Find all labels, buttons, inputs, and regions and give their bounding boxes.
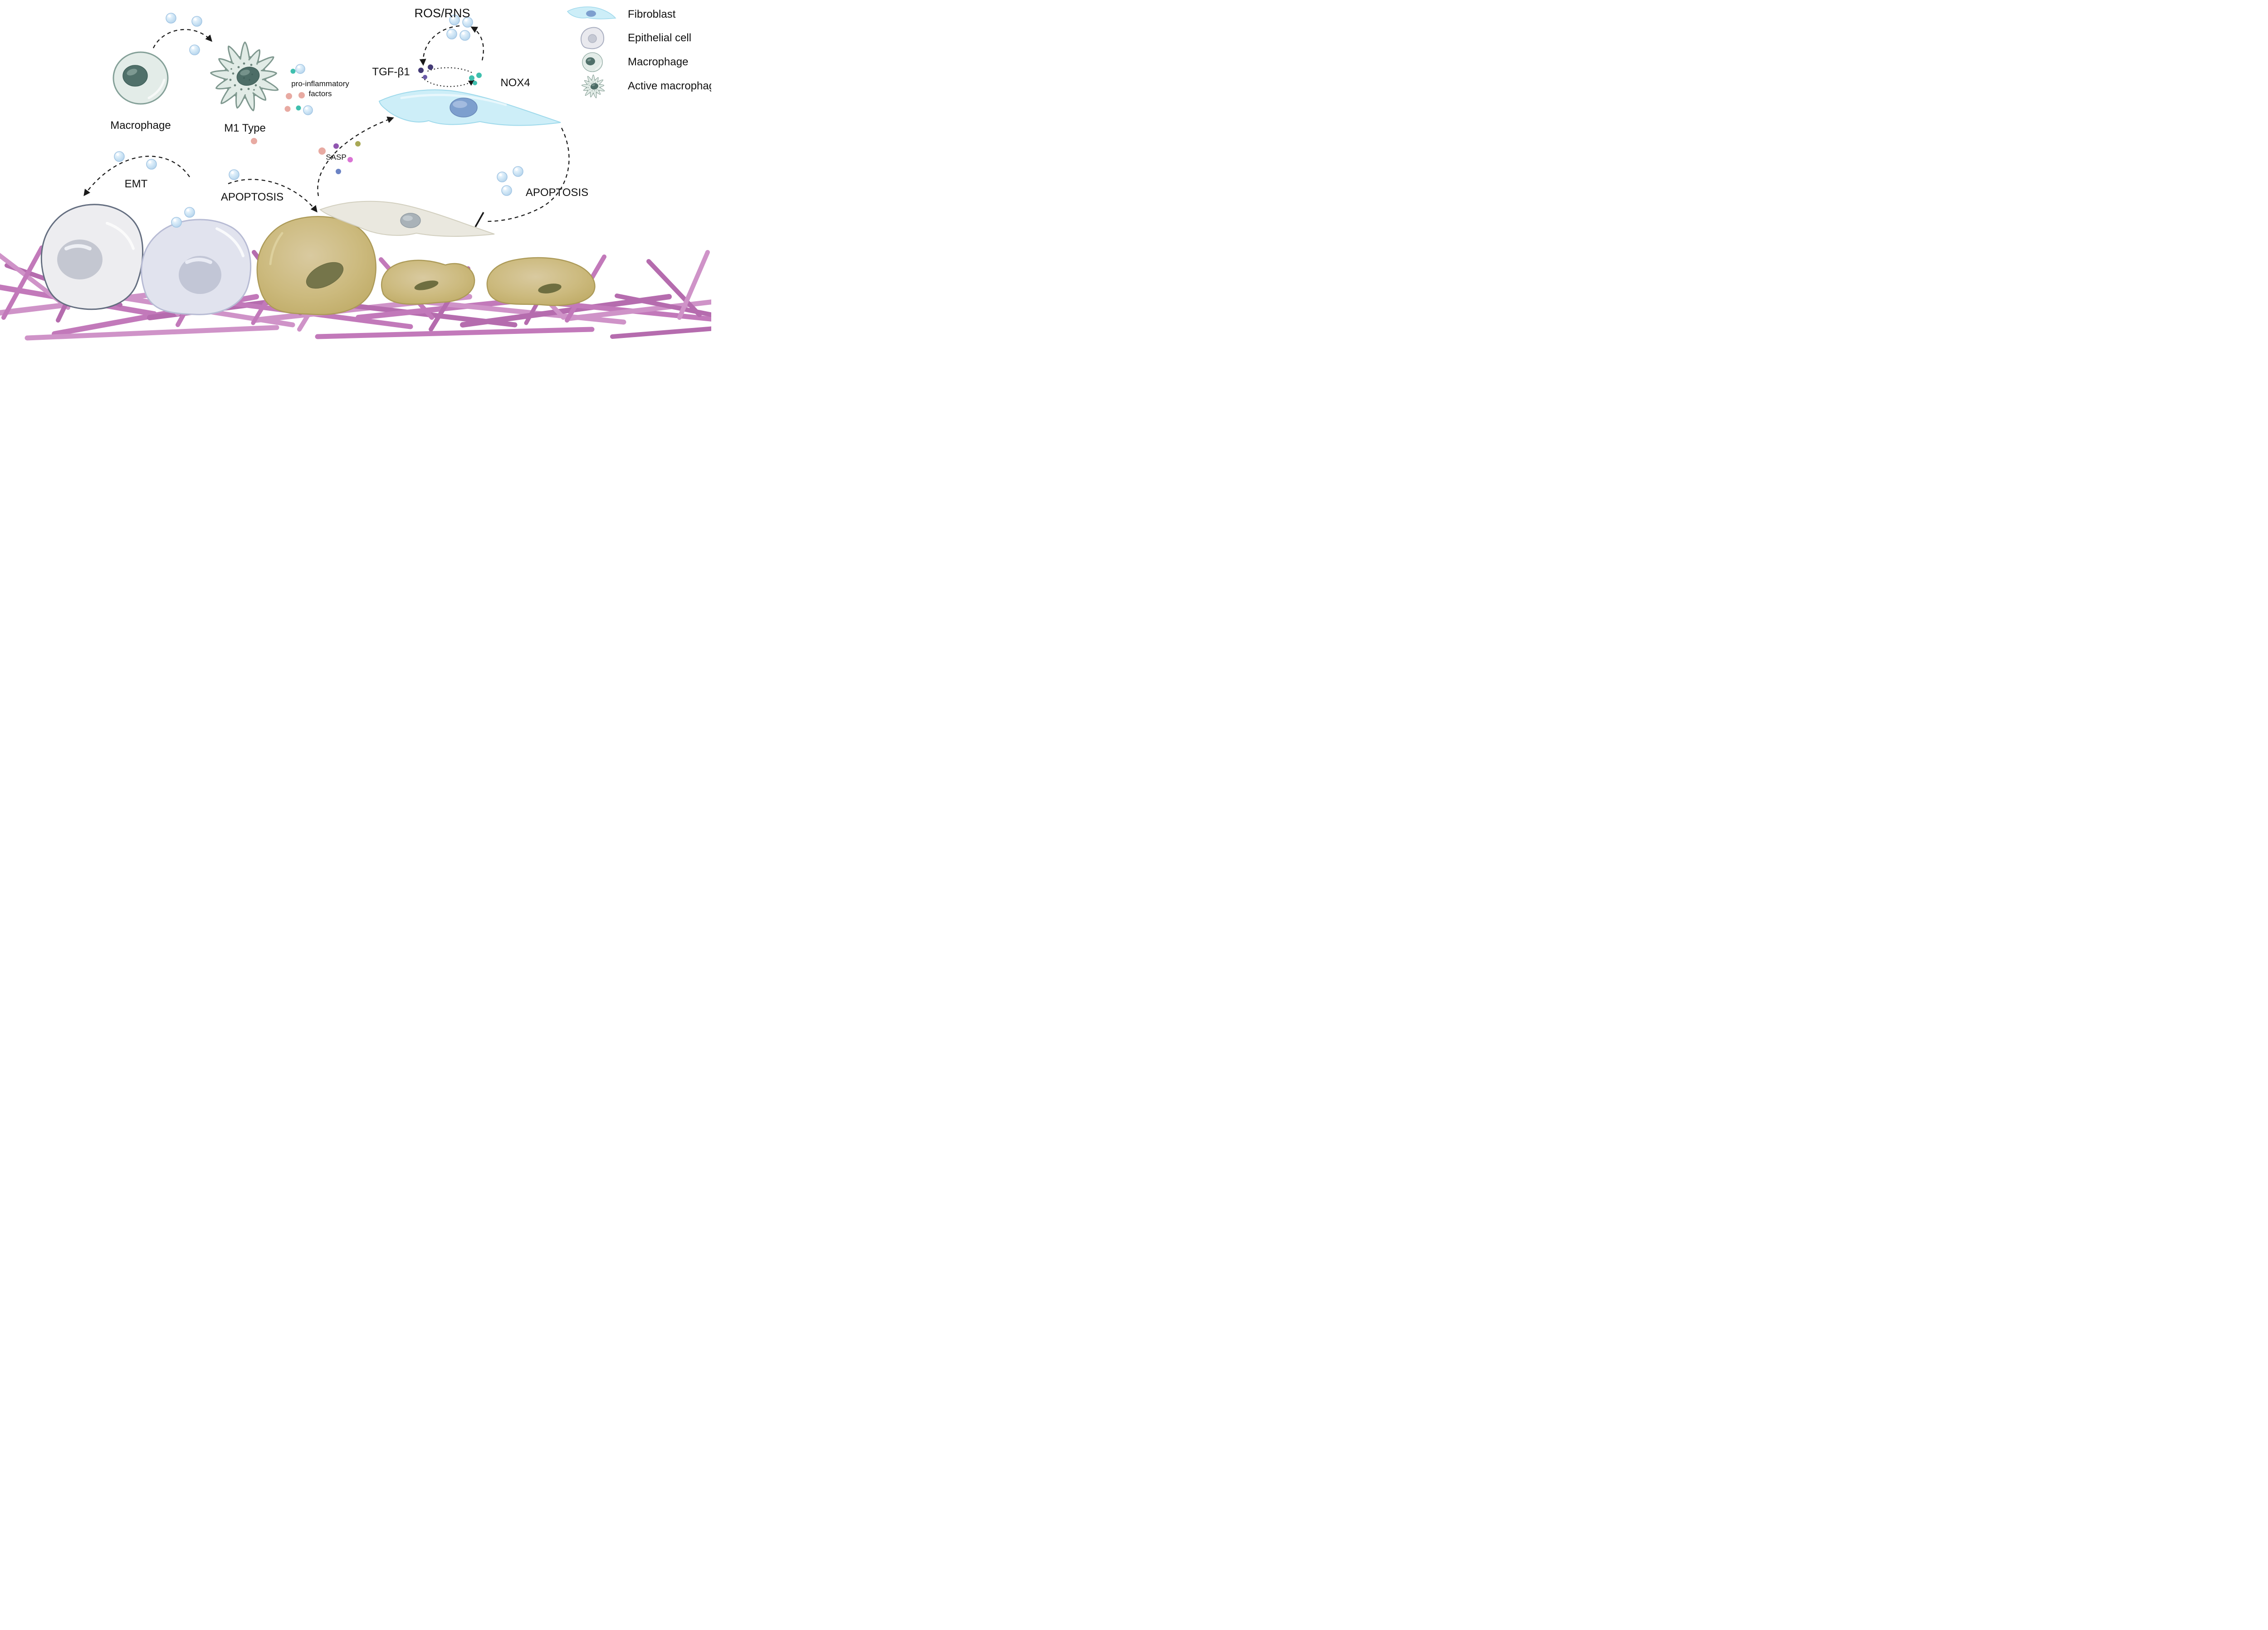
legend-label-fibroblast: Fibroblast: [628, 8, 676, 20]
arrow-nox4-to-ros: [470, 26, 484, 61]
teal-dot-icon: [296, 105, 301, 111]
teal-dot-icon: [473, 81, 477, 85]
m1-macrophage-icon: [209, 41, 280, 113]
epithelial-cell-2: [141, 219, 252, 315]
senescent-cell-3: [486, 257, 596, 306]
arrow-sasp-to-fibroblast: [317, 117, 394, 196]
sasp-olive-dot-icon: [355, 141, 361, 147]
label-emt: EMT: [125, 178, 148, 190]
fibroblast-nucleus: [450, 98, 478, 117]
label-m1-type: M1 Type: [224, 122, 266, 134]
sasp-blue-dot-icon: [336, 169, 341, 174]
arrow-fibroblast-apoptosis-inhibited: [486, 127, 570, 222]
senescent-cell-1-nucleus: [306, 262, 344, 289]
arrows: [83, 25, 570, 227]
legend-macrophage-icon: [582, 52, 603, 73]
sasp-purple-dot-icon: [333, 143, 339, 149]
purple-dot-icon: [428, 64, 433, 70]
senescent-cell-3-nucleus: [538, 284, 562, 294]
label-pro-inflammatory-1: pro-inflammatory: [291, 79, 349, 88]
legend-label-epithelial: Epithelial cell: [628, 32, 691, 44]
legend-label-active-macrophage: Active macrophage: [628, 80, 711, 92]
vesicle-icon: [171, 217, 182, 228]
senescent-cell-2: [381, 259, 475, 305]
label-sasp: SASP: [326, 153, 346, 162]
vesicle-icon: [146, 159, 157, 170]
arc-nox4-tgfb1-return: [426, 67, 472, 73]
vesicle-icon: [184, 207, 195, 218]
senescent-fibroblast-cell: [319, 201, 495, 237]
pink-dot-icon: [284, 106, 291, 112]
pro-inflammatory-dots: [251, 69, 305, 144]
arrow-ros-to-tgfb1: [419, 25, 460, 66]
nox4-dots: [469, 73, 482, 85]
senescent-cell-1: [256, 216, 376, 315]
teal-dot-icon: [476, 73, 482, 78]
teal-dot-icon: [469, 75, 474, 81]
fibroblast-cell: [378, 89, 561, 126]
vesicle-icon: [303, 105, 313, 115]
pink-dot-icon: [318, 147, 326, 155]
legend-active-macrophage-icon: [581, 74, 606, 99]
vesicle-icon: [229, 169, 240, 180]
purple-dot-icon: [423, 75, 427, 79]
arrow-macrophage-to-m1: [152, 29, 213, 49]
arrow-tgfb1-to-nox4: [421, 77, 475, 87]
label-tgf-b1: TGF-β1: [372, 66, 410, 78]
label-pro-inflammatory-2: factors: [308, 89, 332, 98]
epithelial-cell-2-nucleus: [179, 256, 221, 294]
legend-fibroblast-icon: [567, 6, 616, 20]
pink-dot-icon: [286, 93, 292, 99]
senescent-cell-3-body: [486, 257, 596, 306]
label-ros-rns: ROS/RNS: [414, 6, 470, 20]
label-apoptosis-left: APOPTOSIS: [221, 191, 284, 203]
vesicle-icon: [459, 30, 470, 41]
vesicle-icon: [191, 16, 202, 27]
legend-epithelial-icon: [580, 27, 605, 49]
vesicle-icon: [446, 29, 457, 39]
vesicle-icon: [295, 64, 305, 74]
senescent-cell-2-nucleus: [414, 280, 439, 290]
arrow-emt: [83, 156, 190, 196]
diagram-canvas: Macrophage M1 Type pro-inflammatory fact…: [0, 0, 711, 342]
vesicle-icon: [189, 44, 200, 55]
inhibition-slash: [474, 212, 484, 227]
legend-label-macrophage: Macrophage: [628, 56, 688, 68]
pink-dot-icon: [298, 92, 305, 98]
label-apoptosis-right: APOPTOSIS: [526, 186, 588, 199]
sasp-magenta-dot-icon: [347, 157, 353, 162]
macrophage-icon: [113, 52, 168, 104]
label-nox4: NOX4: [500, 77, 530, 89]
pink-dot-icon: [251, 138, 257, 144]
legend: Fibroblast Epithelial cell Macrophage Ac…: [567, 6, 711, 99]
teal-dot-icon: [290, 69, 296, 74]
tgfb1-dots: [418, 64, 433, 79]
vesicle-icon: [513, 166, 523, 177]
senescent-cell-1-body: [256, 216, 376, 315]
epithelial-cell-1: [40, 204, 144, 310]
label-macrophage: Macrophage: [110, 119, 171, 132]
diagram-svg: Macrophage M1 Type pro-inflammatory fact…: [0, 6, 711, 341]
vesicle-icon: [114, 151, 125, 162]
vesicle-icon: [497, 171, 508, 182]
vesicle-icon: [501, 185, 512, 196]
vesicle-icon: [166, 13, 176, 24]
purple-dot-icon: [418, 68, 424, 73]
sasp-dots: [318, 141, 361, 174]
